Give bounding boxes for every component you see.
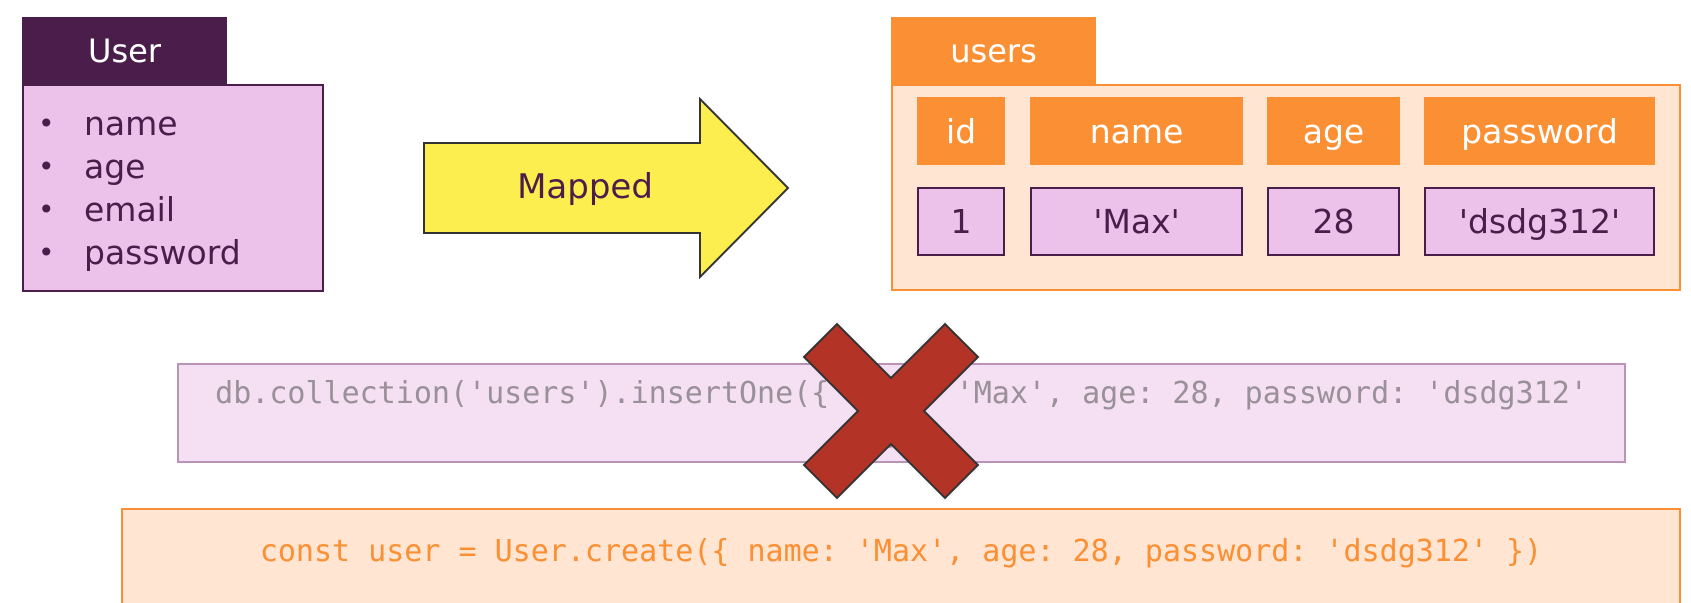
user-model-fields: name age email password: [22, 84, 324, 292]
user-model-title: User: [22, 17, 227, 85]
column-header: name: [1030, 97, 1243, 165]
arrow-label: Mapped: [517, 167, 653, 207]
column-header: password: [1424, 97, 1655, 165]
table-cell: 'dsdg312': [1424, 187, 1655, 256]
column-header: age: [1267, 97, 1400, 165]
column-header: id: [917, 97, 1005, 165]
field-item: age: [24, 145, 322, 188]
field-item: email: [24, 188, 322, 231]
table-cell: 28: [1267, 187, 1400, 256]
field-item: name: [24, 102, 322, 145]
table-cell: 'Max': [1030, 187, 1243, 256]
cross-icon: [802, 322, 980, 500]
orm-code-block: const user = User.create({ name: 'Max', …: [121, 508, 1681, 603]
users-table-title: users: [891, 17, 1096, 85]
field-item: password: [24, 231, 322, 274]
table-cell: 1: [917, 187, 1005, 256]
mapped-arrow-icon: [423, 97, 790, 279]
field-list: name age email password: [24, 86, 322, 274]
